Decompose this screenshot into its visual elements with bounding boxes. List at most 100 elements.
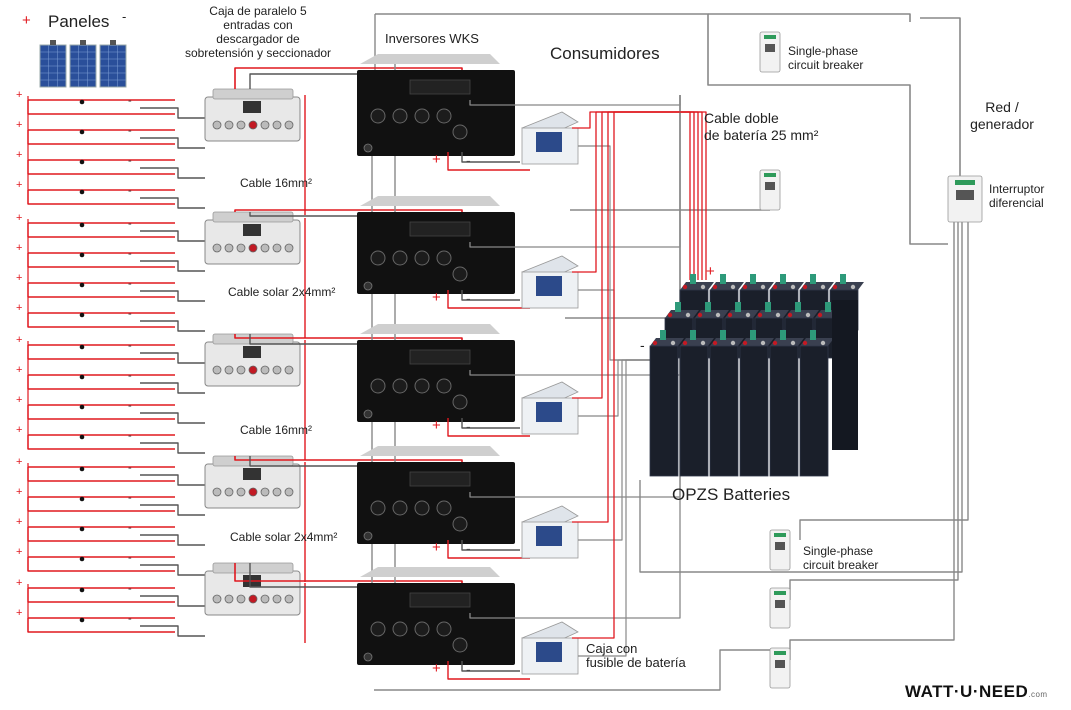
battery-terminal [700, 284, 706, 290]
string-minus-sign: - [128, 218, 132, 230]
surge-protector [243, 346, 261, 358]
solar-panel-junction [80, 40, 86, 45]
inverter-plus-sign: + [432, 660, 441, 677]
combiner-terminal [236, 487, 246, 497]
battery-terminal [790, 340, 796, 346]
battery-terminal [730, 340, 736, 346]
pv-negative-wire [140, 107, 205, 119]
battery-terminal [712, 284, 718, 290]
battery-cable-label: Cable doble de batería 25 mm² [704, 110, 818, 144]
battery-cell-cap [780, 274, 786, 284]
inverter-port [452, 637, 468, 653]
breaker-icon [759, 169, 781, 211]
battery-cell-top [680, 282, 714, 290]
inverter-minus-sign: - [466, 152, 471, 168]
pv-negative-wire [140, 352, 205, 364]
combiner-terminal [272, 487, 282, 497]
battery-terminal [745, 312, 751, 318]
battery-terminal [850, 284, 856, 290]
battery-terminal [787, 312, 793, 318]
battery-terminal [790, 284, 796, 290]
cable-solar-label: Cable solar 2x4mm² [230, 530, 338, 544]
combiner-terminal [260, 487, 270, 497]
battery-terminal [802, 340, 808, 346]
inverter-body [357, 583, 515, 665]
combiner-box-lid [212, 88, 294, 100]
combiner-box-lid [212, 562, 294, 574]
battery-terminal [685, 312, 691, 318]
inverter-icon [357, 324, 515, 422]
inverter-body [357, 340, 515, 422]
inverter-port [370, 250, 386, 266]
string-minus-sign: - [128, 125, 132, 137]
breaker-icon [769, 529, 791, 571]
battery-cell-top [710, 282, 744, 290]
battery-terminal [667, 312, 673, 318]
string-plus-sign: + [16, 179, 22, 191]
battery-cell-top [800, 282, 834, 290]
inverter-port [392, 108, 408, 124]
inverter-port [370, 108, 386, 124]
inverter-plus-sign: + [432, 417, 441, 434]
ac-wire [708, 13, 911, 22]
battery-terminal [727, 312, 733, 318]
fuse-box-window [536, 132, 562, 152]
breaker-indicator [764, 35, 776, 39]
pv-positive-wire [27, 497, 175, 512]
batteries-label: OPZS Batteries [672, 485, 791, 504]
inverter-port [370, 378, 386, 394]
combiner-terminal [284, 243, 294, 253]
battery-terminal [760, 340, 766, 346]
inverter-minus-sign: - [466, 540, 471, 556]
pv-negative-wire [140, 320, 205, 332]
pv-negative-wire [140, 382, 205, 394]
string-minus-sign: - [128, 185, 132, 197]
combiner-box-icon [204, 562, 301, 616]
solar-panel-icon [69, 40, 97, 88]
ac-wire [639, 222, 963, 573]
combiner-terminal [248, 594, 258, 604]
string-plus-sign: + [16, 546, 22, 558]
inverter-port [392, 250, 408, 266]
inverter-plus-sign: + [432, 151, 441, 168]
consumers-label: Consumidores [550, 44, 660, 63]
battery-terminal [742, 340, 748, 346]
solar-panel-icon [39, 40, 67, 88]
battery-cell-cap [705, 302, 711, 312]
string-plus-sign: + [16, 242, 22, 254]
battery-terminal [757, 312, 763, 318]
breaker-label-line: Single-phase [803, 544, 874, 558]
string-minus-sign: - [128, 340, 132, 352]
battery-terminal [805, 312, 811, 318]
inverter-port [370, 621, 386, 637]
combiner-terminal [248, 365, 258, 375]
battery-negative-wire [461, 290, 520, 301]
string-minus-sign: - [128, 400, 132, 412]
combiner-terminal [236, 365, 246, 375]
series-dot [79, 466, 85, 472]
string-plus-sign: + [16, 119, 22, 131]
battery-terminal [682, 284, 688, 290]
battery-terminal [772, 340, 778, 346]
string-plus-sign: + [16, 302, 22, 314]
surge-protector [243, 468, 261, 480]
battery-cell-top [680, 338, 714, 346]
breaker-label-line: circuit breaker [803, 558, 879, 572]
series-dot [79, 434, 85, 440]
series-dot [79, 282, 85, 288]
battery-cell-cap [750, 274, 756, 284]
combiner-terminal [212, 365, 222, 375]
battery-cell-cap [690, 330, 696, 340]
string-plus-sign: + [16, 272, 22, 284]
battery-cell-top [710, 338, 744, 346]
inverter-port [370, 500, 386, 516]
battery-cell-cap [720, 330, 726, 340]
surge-protector [243, 101, 261, 113]
ac-wire [799, 222, 969, 540]
panels-title: Paneles [48, 12, 110, 31]
inverter-port [452, 266, 468, 282]
inverter-port [414, 250, 430, 266]
breaker-toggle [775, 542, 785, 550]
pv-negative-wire [140, 197, 205, 209]
